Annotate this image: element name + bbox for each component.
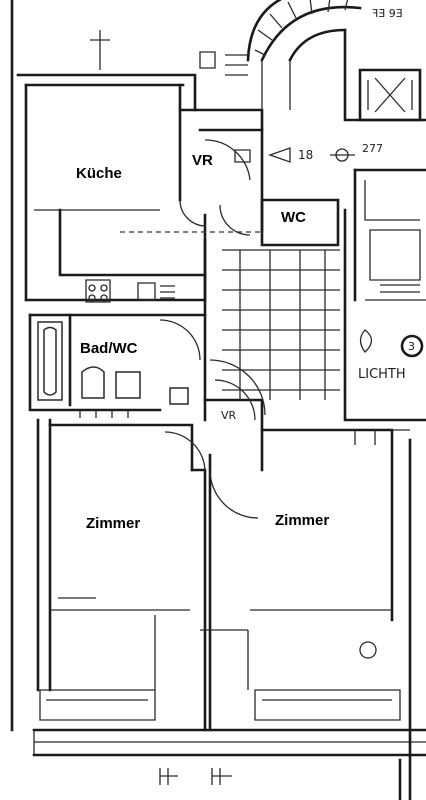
circle-marker: [359, 329, 424, 358]
room-right-walls: [200, 428, 410, 732]
arrow-symbol: [234, 147, 355, 163]
kitchen-walls: [24, 208, 207, 303]
room-label-vr: VR: [192, 152, 213, 169]
room-label-kitchen: Küche: [76, 165, 122, 182]
annotation-top-code: ꟻƎ 9Ǝ: [372, 7, 403, 20]
outer-walls: [10, 0, 426, 800]
annotation-step-number: 18: [298, 148, 314, 162]
annotation-step-number-2: 277: [362, 142, 383, 155]
annotation-lichthof: LICHTH: [358, 367, 406, 382]
room-label-wc: WC: [281, 209, 306, 226]
spiral-stair: [199, 0, 426, 122]
hall-walls: [203, 168, 426, 472]
bottom-markers: [90, 30, 232, 785]
room-left-walls: [36, 418, 207, 732]
bathroom-walls: [28, 313, 207, 418]
annotation-circle-number: 3: [408, 340, 415, 353]
room-label-room-left: Zimmer: [86, 515, 141, 532]
annotation-vr-small: VR: [221, 409, 237, 422]
room-label-room-right: Zimmer: [275, 512, 330, 529]
room-label-bathroom: Bad/WC: [80, 340, 138, 357]
